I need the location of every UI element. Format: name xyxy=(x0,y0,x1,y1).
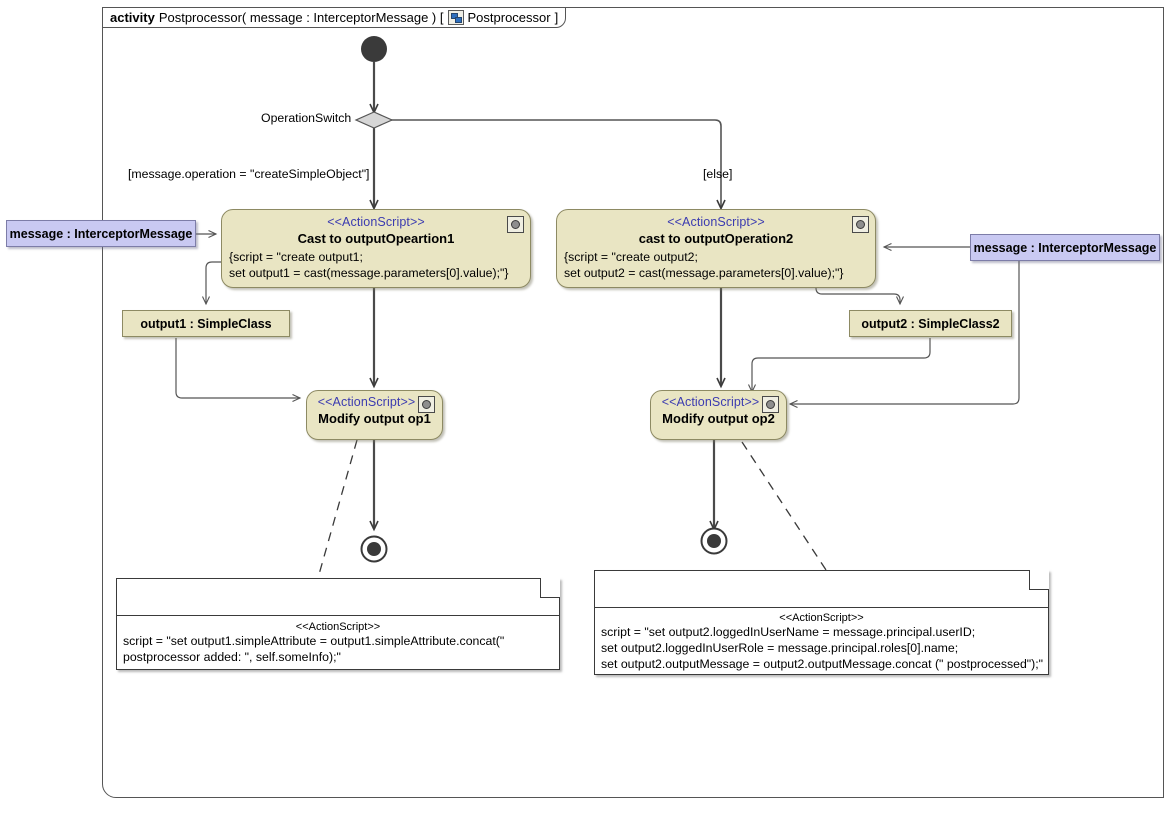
activity-frame xyxy=(102,7,1164,798)
script-line: set output2 = cast(message.parameters[0]… xyxy=(564,265,844,280)
pin-message-interceptor-left[interactable]: message : InterceptorMessage xyxy=(6,220,196,247)
note-body: script = "set output2.loggedInUserName =… xyxy=(595,624,1048,672)
note-stereotype: <<ActionScript>> xyxy=(779,612,864,624)
activity-bracket-close: ] xyxy=(554,10,559,25)
action-name: Cast to outputOpeartion1 xyxy=(297,231,455,246)
action-name: Modify output op2 xyxy=(662,411,775,426)
note-fold-corner xyxy=(1029,569,1049,590)
pin-label: output1 : SimpleClass xyxy=(140,316,272,331)
script-line: {script = "create output2; xyxy=(564,250,698,264)
pin-label: output2 : SimpleClass2 xyxy=(861,316,1000,331)
action-stereotype: <<ActionScript>> xyxy=(661,395,760,409)
pin-label: message : InterceptorMessage xyxy=(9,226,193,241)
action-cast-to-output-operation1[interactable]: <<ActionScript>> Cast to outputOpeartion… xyxy=(221,209,531,288)
note-divider xyxy=(117,615,559,616)
activity-keyword: activity xyxy=(110,10,155,25)
guard-label-left: [message.operation = "createSimpleObject… xyxy=(128,167,370,181)
script-line: {script = "create output1; xyxy=(229,250,363,264)
action-stereotype: <<ActionScript>> xyxy=(667,215,765,229)
guard-label-right: [else] xyxy=(703,167,733,181)
activity-tag: Postprocessor xyxy=(467,10,551,25)
note-fold-corner xyxy=(540,577,560,598)
note-body: script = "set output1.simpleAttribute = … xyxy=(117,633,559,665)
action-script-icon[interactable] xyxy=(507,216,524,233)
pin-label: message : InterceptorMessage xyxy=(973,240,1157,255)
note-line: postprocessor added: ", self.someInfo);" xyxy=(123,650,341,664)
action-script-body: {script = "create output2; set output2 =… xyxy=(557,246,875,285)
note-line: script = "set output2.loggedInUserName =… xyxy=(601,625,976,639)
action-script-icon[interactable] xyxy=(762,396,779,413)
action-script-icon[interactable] xyxy=(852,216,869,233)
action-script-body: {script = "create output1; set output1 =… xyxy=(222,246,530,285)
action-cast-to-output-operation2[interactable]: <<ActionScript>> cast to outputOperation… xyxy=(556,209,876,288)
action-name: Modify output op1 xyxy=(318,411,431,426)
script-line: set output1 = cast(message.parameters[0]… xyxy=(229,265,509,280)
note-line: set output2.outputMessage = output2.outp… xyxy=(601,657,1044,671)
note-stereotype: <<ActionScript>> xyxy=(295,621,381,633)
activity-signature: Postprocessor( message : InterceptorMess… xyxy=(158,10,444,25)
activity-diagram-icon xyxy=(447,10,464,25)
note-line: script = "set output1.simpleAttribute = … xyxy=(123,634,505,648)
note-line: set output2.loggedInUserRole = message.p… xyxy=(601,641,959,655)
note-divider xyxy=(595,607,1048,608)
note-action-script-right[interactable]: <<ActionScript>> script = "set output2.l… xyxy=(594,569,1049,675)
action-stereotype: <<ActionScript>> xyxy=(317,395,416,409)
pin-output1-simpleclass[interactable]: output1 : SimpleClass xyxy=(122,310,290,337)
pin-message-interceptor-right[interactable]: message : InterceptorMessage xyxy=(970,234,1160,261)
decision-label: OperationSwitch xyxy=(261,111,352,125)
pin-output2-simpleclass2[interactable]: output2 : SimpleClass2 xyxy=(849,310,1012,337)
action-modify-output-op2[interactable]: <<ActionScript>> Modify output op2 xyxy=(650,390,787,440)
activity-frame-title: activity Postprocessor( message : Interc… xyxy=(102,7,567,28)
note-action-script-left[interactable]: <<ActionScript>> script = "set output1.s… xyxy=(116,577,560,670)
action-modify-output-op1[interactable]: <<ActionScript>> Modify output op1 xyxy=(306,390,443,440)
action-name: cast to outputOperation2 xyxy=(638,231,794,246)
action-stereotype: <<ActionScript>> xyxy=(327,215,425,229)
action-script-icon[interactable] xyxy=(418,396,435,413)
